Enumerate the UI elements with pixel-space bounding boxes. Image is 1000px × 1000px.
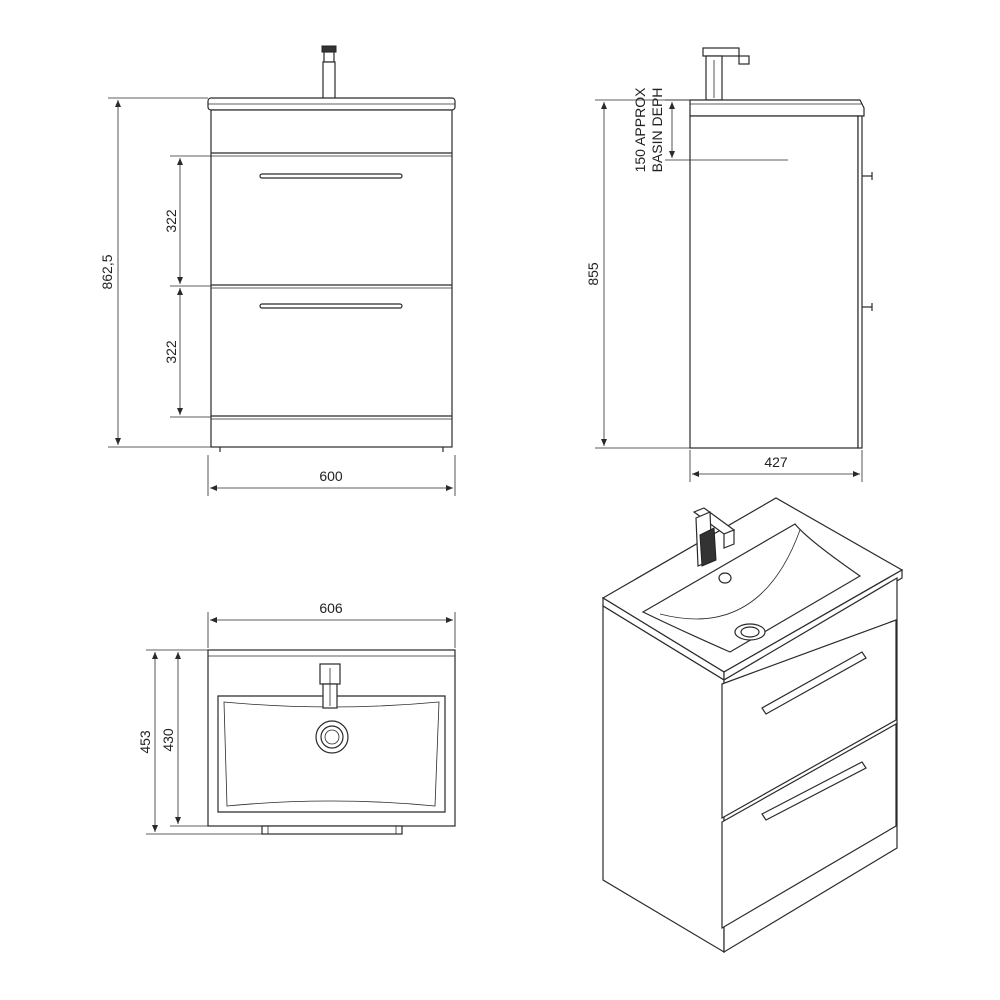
top-drawer-height-label: 322 xyxy=(163,209,179,233)
top-tap-icon xyxy=(319,663,341,709)
top-inner-depth-label: 430 xyxy=(160,728,176,752)
side-depth-label: 427 xyxy=(764,454,788,470)
side-view: 150 APPROX BASIN DEPH 855 427 xyxy=(585,47,873,482)
front-height-label: 862,5 xyxy=(99,254,115,289)
basin-depth-label-line1: 150 APPROX xyxy=(632,87,648,172)
front-width-label: 600 xyxy=(319,468,343,484)
basin-bowl-inner xyxy=(223,701,440,807)
side-cabinet-body xyxy=(689,115,859,449)
side-basin-top xyxy=(689,99,865,117)
isometric-view xyxy=(601,497,904,954)
top-width-label: 606 xyxy=(319,600,343,616)
iso-bottom-drawer-handle xyxy=(761,761,867,821)
bottom-drawer-handle xyxy=(259,303,403,309)
iso-tap-icon xyxy=(692,507,736,567)
front-cabinet-body xyxy=(210,109,453,448)
bottom-drawer-height-label: 322 xyxy=(163,340,179,364)
top-view: 606 453 430 xyxy=(137,600,456,835)
basin-bowl-outline xyxy=(217,695,446,813)
top-outer-depth-label: 453 xyxy=(137,730,153,754)
iso-overflow-icon xyxy=(718,572,732,584)
iso-top-drawer xyxy=(721,619,897,820)
basin-depth-label-line2: BASIN DEPH xyxy=(649,88,665,173)
top-drawer-handle xyxy=(259,173,403,179)
iso-top-drawer-handle xyxy=(761,651,867,715)
tap-icon xyxy=(321,45,337,101)
side-height-label: 855 xyxy=(585,262,601,286)
side-tap-icon xyxy=(702,47,750,101)
top-handle-projection xyxy=(261,825,403,835)
iso-drain-icon xyxy=(734,623,766,641)
front-view: 862,5 322 322 600 xyxy=(99,45,456,496)
iso-basin-bowl xyxy=(641,523,862,653)
drain-icon xyxy=(315,720,349,754)
